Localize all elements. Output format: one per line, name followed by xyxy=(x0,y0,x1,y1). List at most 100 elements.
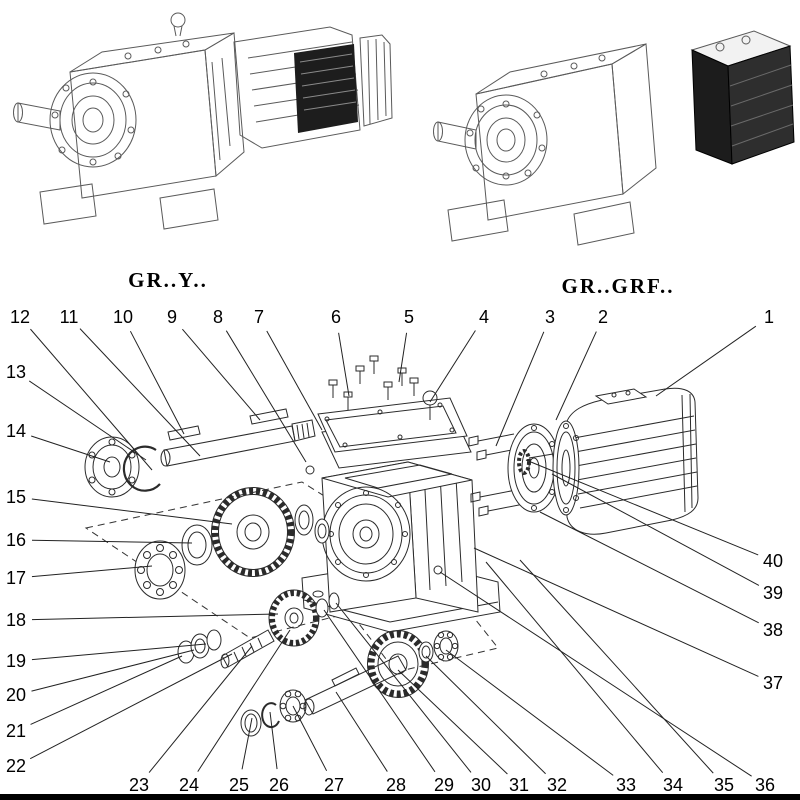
callout-number-22: 22 xyxy=(6,756,26,776)
leader-line-38 xyxy=(539,511,759,624)
callout-number-39: 39 xyxy=(763,583,783,603)
callout-number-20: 20 xyxy=(6,685,26,705)
leader-line-32 xyxy=(425,655,546,775)
ball-bearing-output-right xyxy=(433,630,459,662)
leader-lines xyxy=(28,325,760,777)
leader-line-3 xyxy=(495,331,545,447)
leader-line-10 xyxy=(129,330,185,435)
leader-line-5 xyxy=(398,332,408,383)
callout-number-21: 21 xyxy=(6,721,26,741)
leader-line-18 xyxy=(31,613,279,621)
callout-number-14: 14 xyxy=(6,421,26,441)
callout-number-2: 2 xyxy=(598,307,608,327)
callout-number-36: 36 xyxy=(755,775,775,795)
key-small xyxy=(167,425,201,441)
cover-bolt xyxy=(355,365,365,384)
callout-number-34: 34 xyxy=(663,775,683,795)
leader-line-6 xyxy=(338,332,350,397)
callout-number-7: 7 xyxy=(254,307,264,327)
snap-ring-input xyxy=(122,445,161,492)
intermediate-gear xyxy=(268,589,320,647)
flange-bolt xyxy=(478,503,525,517)
callout-number-30: 30 xyxy=(471,775,491,795)
leader-line-30 xyxy=(335,602,472,773)
leader-line-12 xyxy=(30,328,153,471)
cover-bolt xyxy=(328,379,338,398)
leader-line-22 xyxy=(29,653,233,760)
callout-number-40: 40 xyxy=(763,551,783,571)
leader-line-15 xyxy=(31,498,233,525)
callout-number-10: 10 xyxy=(113,307,133,327)
spacer-ring xyxy=(181,524,213,566)
cover-bolt xyxy=(343,391,353,410)
assembly-drawing-gr-y xyxy=(13,12,393,230)
input-shaft-assembly xyxy=(160,408,316,467)
callout-number-12: 12 xyxy=(10,307,30,327)
callout-number-5: 5 xyxy=(404,307,414,327)
callout-number-35: 35 xyxy=(714,775,734,795)
callout-number-26: 26 xyxy=(269,775,289,795)
callout-number-28: 28 xyxy=(386,775,406,795)
flange-bolt xyxy=(468,433,515,447)
leader-line-27 xyxy=(292,705,328,772)
leader-line-35 xyxy=(519,559,714,774)
cover-bolts xyxy=(328,355,438,420)
callout-number-23: 23 xyxy=(129,775,149,795)
callout-number-38: 38 xyxy=(763,620,783,640)
callout-number-3: 3 xyxy=(545,307,555,327)
callout-number-8: 8 xyxy=(213,307,223,327)
cover-bolt xyxy=(369,355,379,374)
callout-number-19: 19 xyxy=(6,651,26,671)
leader-line-37 xyxy=(473,547,759,677)
callout-number-24: 24 xyxy=(179,775,199,795)
leader-line-14 xyxy=(31,435,111,463)
leader-line-13 xyxy=(28,380,147,461)
eye-bolt xyxy=(422,390,438,420)
leader-line-8 xyxy=(225,330,307,463)
leader-line-24 xyxy=(197,629,291,772)
callout-number-31: 31 xyxy=(509,775,529,795)
assembly-label-gr-y: GR..Y.. xyxy=(128,268,208,292)
callout-number-4: 4 xyxy=(479,307,489,327)
assembly-label-gr-grf: GR..GRF.. xyxy=(561,274,675,298)
page-edge-bar xyxy=(0,794,800,800)
intermediate-pinion-shaft xyxy=(220,629,275,669)
callout-number-25: 25 xyxy=(229,775,249,795)
leader-line-9 xyxy=(182,328,261,421)
leader-line-39 xyxy=(551,473,760,586)
washer-set-upper xyxy=(294,504,330,544)
terminal-box xyxy=(594,388,648,405)
callout-number-16: 16 xyxy=(6,530,26,550)
callout-number-32: 32 xyxy=(547,775,567,795)
assembly-drawing-gr-grf xyxy=(433,30,795,246)
callout-number-15: 15 xyxy=(6,487,26,507)
callout-number-1: 1 xyxy=(764,307,774,327)
output-shaft xyxy=(303,655,407,716)
leader-line-33 xyxy=(445,649,614,776)
leader-line-4 xyxy=(429,330,476,403)
leader-line-2 xyxy=(555,331,597,421)
leader-line-29 xyxy=(323,609,436,773)
leader-line-19 xyxy=(31,643,207,661)
callout-number-17: 17 xyxy=(6,568,26,588)
exploded-view xyxy=(84,355,699,737)
callout-number-37: 37 xyxy=(763,673,783,693)
output-gear xyxy=(367,630,429,698)
leader-line-7 xyxy=(266,330,323,431)
leader-line-26 xyxy=(269,711,278,770)
callout-number-11: 11 xyxy=(60,307,79,327)
callout-number-13: 13 xyxy=(6,362,26,382)
cover-bolt xyxy=(397,367,407,386)
output-key xyxy=(331,667,360,687)
leader-line-31 xyxy=(397,669,508,775)
callout-number-33: 33 xyxy=(616,775,636,795)
callout-number-27: 27 xyxy=(324,775,344,795)
leader-line-21 xyxy=(30,655,183,725)
cover-bolt xyxy=(383,381,393,400)
leader-line-40 xyxy=(525,459,759,556)
leader-line-17 xyxy=(31,565,153,578)
motor-pinion xyxy=(517,449,554,475)
leader-line-11 xyxy=(79,328,201,457)
